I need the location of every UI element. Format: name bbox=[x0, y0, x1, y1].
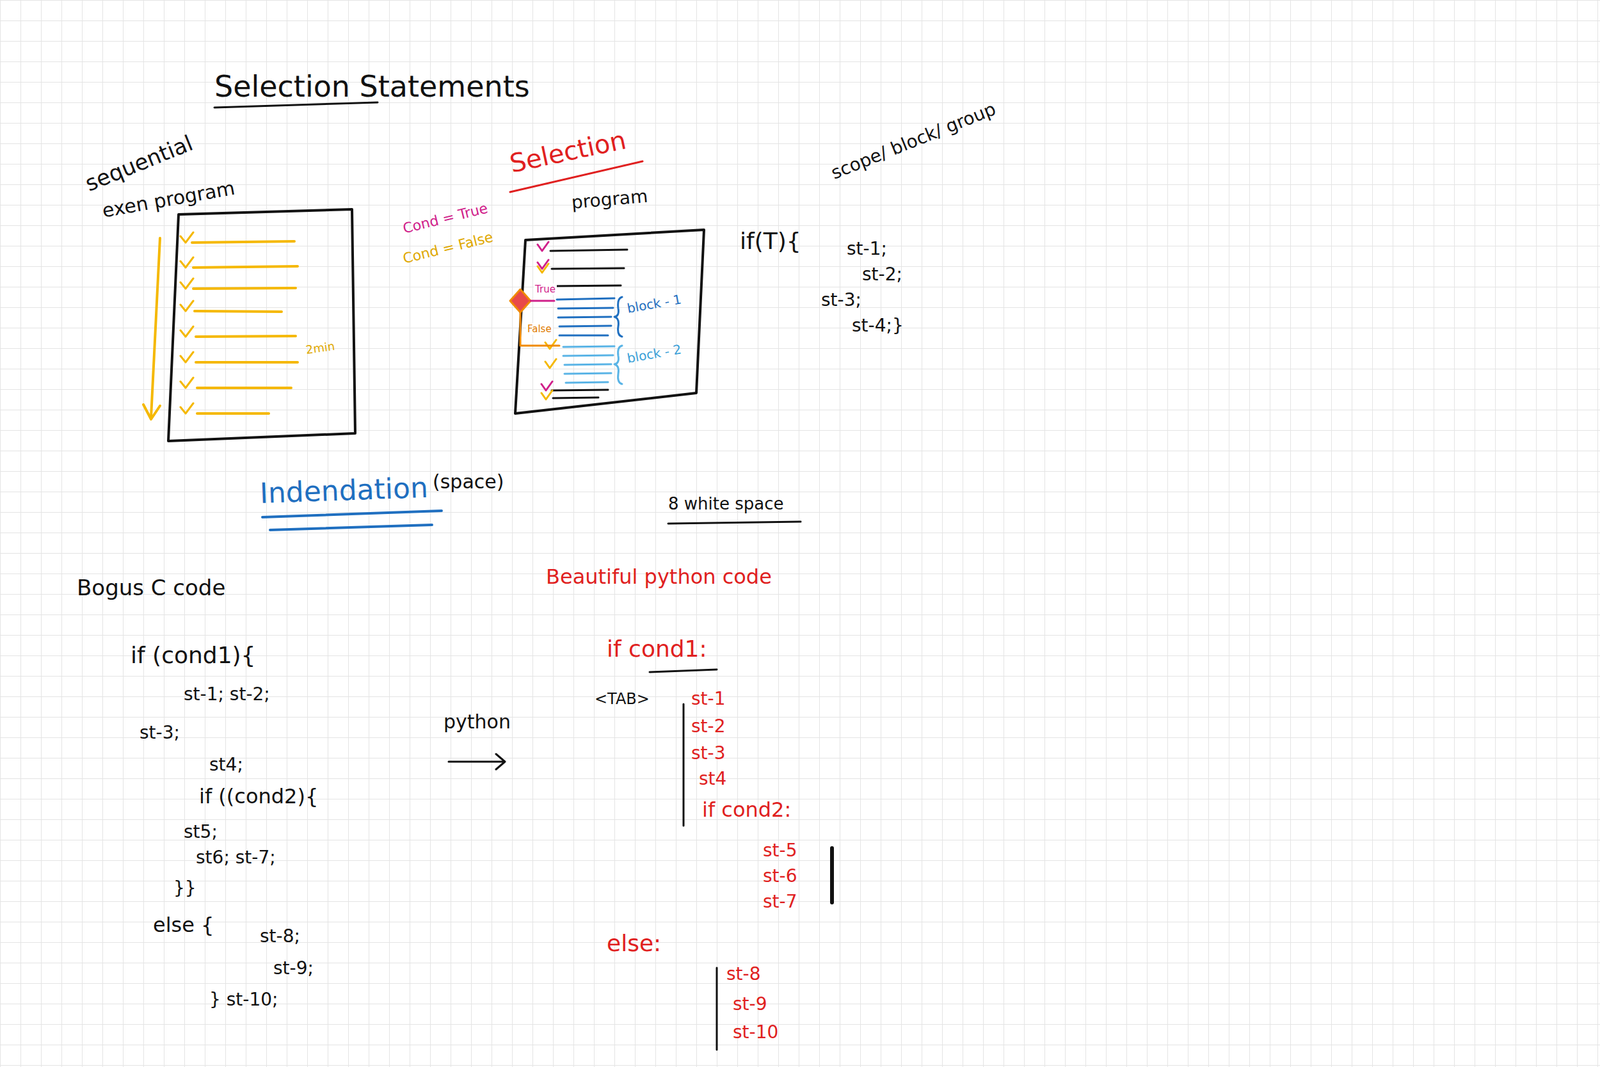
heading-text: Indendation bbox=[259, 471, 429, 511]
true-path bbox=[530, 300, 555, 303]
code-line: if cond1: bbox=[606, 634, 708, 663]
double-underline bbox=[262, 510, 442, 530]
code-line: } st-10; bbox=[209, 988, 278, 1011]
code-line: if ((cond2){ bbox=[199, 784, 319, 809]
code-line: if cond2: bbox=[702, 797, 792, 822]
block-two-lines bbox=[563, 346, 615, 383]
code-line: st-4;} bbox=[851, 314, 904, 337]
block-brace bbox=[614, 296, 623, 337]
code-line: st-2 bbox=[691, 715, 726, 738]
code-line: st-1; st-2; bbox=[183, 683, 271, 706]
underline bbox=[649, 669, 717, 672]
code-line: <TAB> bbox=[594, 689, 650, 709]
decision-diamond bbox=[510, 289, 531, 313]
code-line: st-1 bbox=[691, 688, 726, 710]
code-line: st-3; bbox=[139, 721, 180, 744]
code-line: st-5 bbox=[762, 839, 797, 862]
branch-label: True bbox=[533, 283, 557, 296]
program-page bbox=[515, 229, 704, 414]
branch-label: False bbox=[526, 323, 553, 335]
code-line: st-9; bbox=[273, 957, 314, 980]
code-line: st5; bbox=[183, 821, 218, 843]
underline bbox=[668, 521, 801, 524]
code-line: st4; bbox=[209, 753, 244, 776]
code-line: st4 bbox=[698, 768, 727, 790]
heading-text: Bogus C code bbox=[76, 574, 226, 601]
note-text: program bbox=[570, 185, 649, 214]
code-line: st-7 bbox=[762, 890, 797, 913]
note-text: scope/ block/ group bbox=[828, 97, 1000, 184]
block-brace bbox=[614, 345, 623, 384]
heading-text: (space) bbox=[432, 470, 504, 494]
arrow-head bbox=[143, 404, 160, 420]
arrow-label: python bbox=[443, 710, 511, 734]
check-marks bbox=[180, 232, 194, 414]
code-line: st-3; bbox=[821, 289, 862, 312]
code-line: st6; st-7; bbox=[195, 846, 276, 869]
code-line: st-2; bbox=[862, 263, 903, 286]
code-line: if (cond1){ bbox=[130, 641, 256, 669]
indent-bar bbox=[716, 967, 719, 1050]
false-path bbox=[520, 312, 560, 346]
flow-arrow bbox=[151, 238, 160, 418]
code-lines bbox=[550, 249, 628, 287]
code-line: st-3 bbox=[691, 742, 726, 765]
code-line: st-10 bbox=[732, 1021, 779, 1044]
code-lines bbox=[551, 389, 608, 399]
code-line: }} bbox=[173, 877, 197, 900]
code-line: st-9 bbox=[732, 993, 767, 1016]
transform-arrow bbox=[448, 753, 505, 770]
note-text: 2min bbox=[304, 339, 336, 358]
code-lines bbox=[192, 241, 298, 414]
code-line: st-6 bbox=[762, 865, 797, 888]
block-one-lines bbox=[556, 298, 615, 336]
title-text: Selection Statements bbox=[214, 69, 530, 105]
code-line: else: bbox=[606, 929, 662, 957]
indent-bar bbox=[682, 704, 685, 826]
code-line: if(T){ bbox=[739, 227, 802, 255]
program-page bbox=[168, 209, 356, 441]
code-line: else { bbox=[152, 912, 214, 937]
indent-bar bbox=[830, 848, 834, 903]
code-line: st-8 bbox=[726, 963, 761, 985]
heading-text: Beautiful python code bbox=[545, 564, 772, 589]
code-line: st-1; bbox=[846, 238, 888, 260]
code-line: st-8; bbox=[259, 925, 301, 948]
block-label: block - 2 bbox=[625, 341, 683, 367]
heading-text: Selection bbox=[506, 124, 629, 179]
note-text: 8 white space bbox=[668, 494, 784, 514]
block-label: block - 1 bbox=[625, 291, 683, 317]
